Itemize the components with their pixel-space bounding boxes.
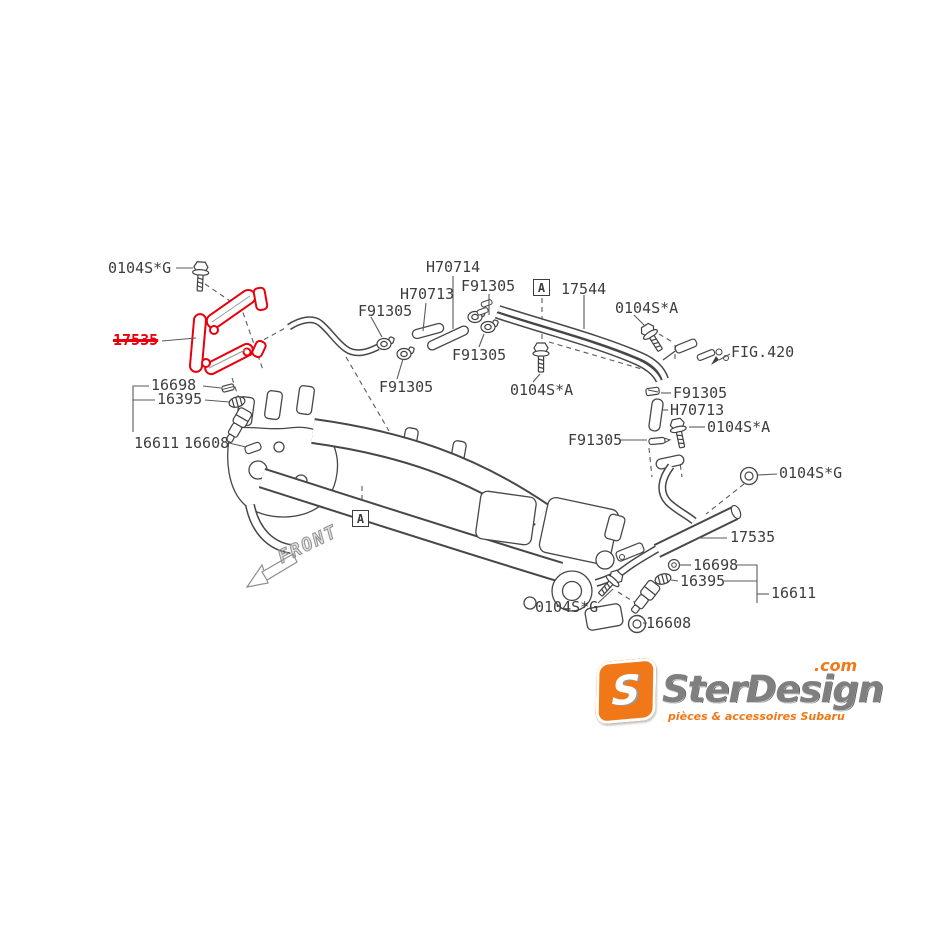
part-label-0104sg[interactable]: 0104S*G [108,259,172,277]
part-label-h70713[interactable]: H70713 [400,285,455,303]
part-label-0104sg[interactable]: 0104S*G [779,464,843,482]
logo-tagline: pièces & accessoires Subaru [668,710,845,723]
part-label-f91305[interactable]: F91305 [673,384,728,402]
part-label-16395[interactable]: 16395 [157,390,203,408]
part-label-16611[interactable]: 16611 [134,434,180,452]
right-small-parts [645,386,759,486]
logo-wordmark: SterDesign [662,668,884,711]
part-label-17535-selected[interactable]: 17535 [113,331,159,349]
part-label-16608[interactable]: 16608 [646,614,692,632]
part-label-f91305[interactable]: F91305 [452,346,507,364]
fuel-rail-17535-right [594,454,742,587]
part-label-16698[interactable]: 16698 [693,556,739,574]
part-label-f91305[interactable]: F91305 [379,378,434,396]
part-label-0104sa[interactable]: 0104S*A [510,381,574,399]
intake-manifold [227,385,626,631]
part-label-16395[interactable]: 16395 [680,572,726,590]
callout-box-a-bottom: A [352,510,369,527]
left-injector-parts [221,383,262,455]
part-label-f91305[interactable]: F91305 [568,431,623,449]
leader-lines [132,267,778,624]
clamp-f91305 [480,318,500,334]
part-label-f91305[interactable]: F91305 [461,277,516,295]
part-label-16698[interactable]: 16698 [151,376,197,394]
hose-h70714 [426,325,470,351]
part-label-h70713[interactable]: H70713 [670,401,725,419]
part-label-17535[interactable]: 17535 [730,528,776,546]
logo-tld: .com [814,656,858,675]
part-label-f91305[interactable]: F91305 [358,302,413,320]
highlighted-part-17535[interactable] [188,286,269,376]
part-label-h70714[interactable]: H70714 [426,258,481,276]
part-label-0104sa[interactable]: 0104S*A [615,299,679,317]
part-label-17544[interactable]: 17544 [561,280,607,298]
clamp-f91305 [396,345,416,361]
callout-box-a-top: A [533,279,550,296]
part-label-0104sa[interactable]: 0104S*A [707,418,771,436]
part-label-0104sg[interactable]: 0104S*G [535,598,599,616]
evap-hose-and-tubes [287,308,500,361]
figure-ref-label[interactable]: FIG.420 [731,343,795,361]
part-label-16611[interactable]: 16611 [771,584,817,602]
part-label-16608[interactable]: 16608 [184,434,230,452]
logo-monogram-icon: S [595,657,657,725]
logo-monogram-letter: S [611,666,641,716]
front-arrow [245,553,298,588]
hose-h70713 [411,322,445,340]
stefdesign-logo[interactable]: S SterDesign .com pièces & accessoires S… [595,654,884,736]
right-injector-parts [627,558,681,634]
fuel-pipe-assembly-17544 [476,299,729,383]
clamp-f91305 [376,335,396,351]
